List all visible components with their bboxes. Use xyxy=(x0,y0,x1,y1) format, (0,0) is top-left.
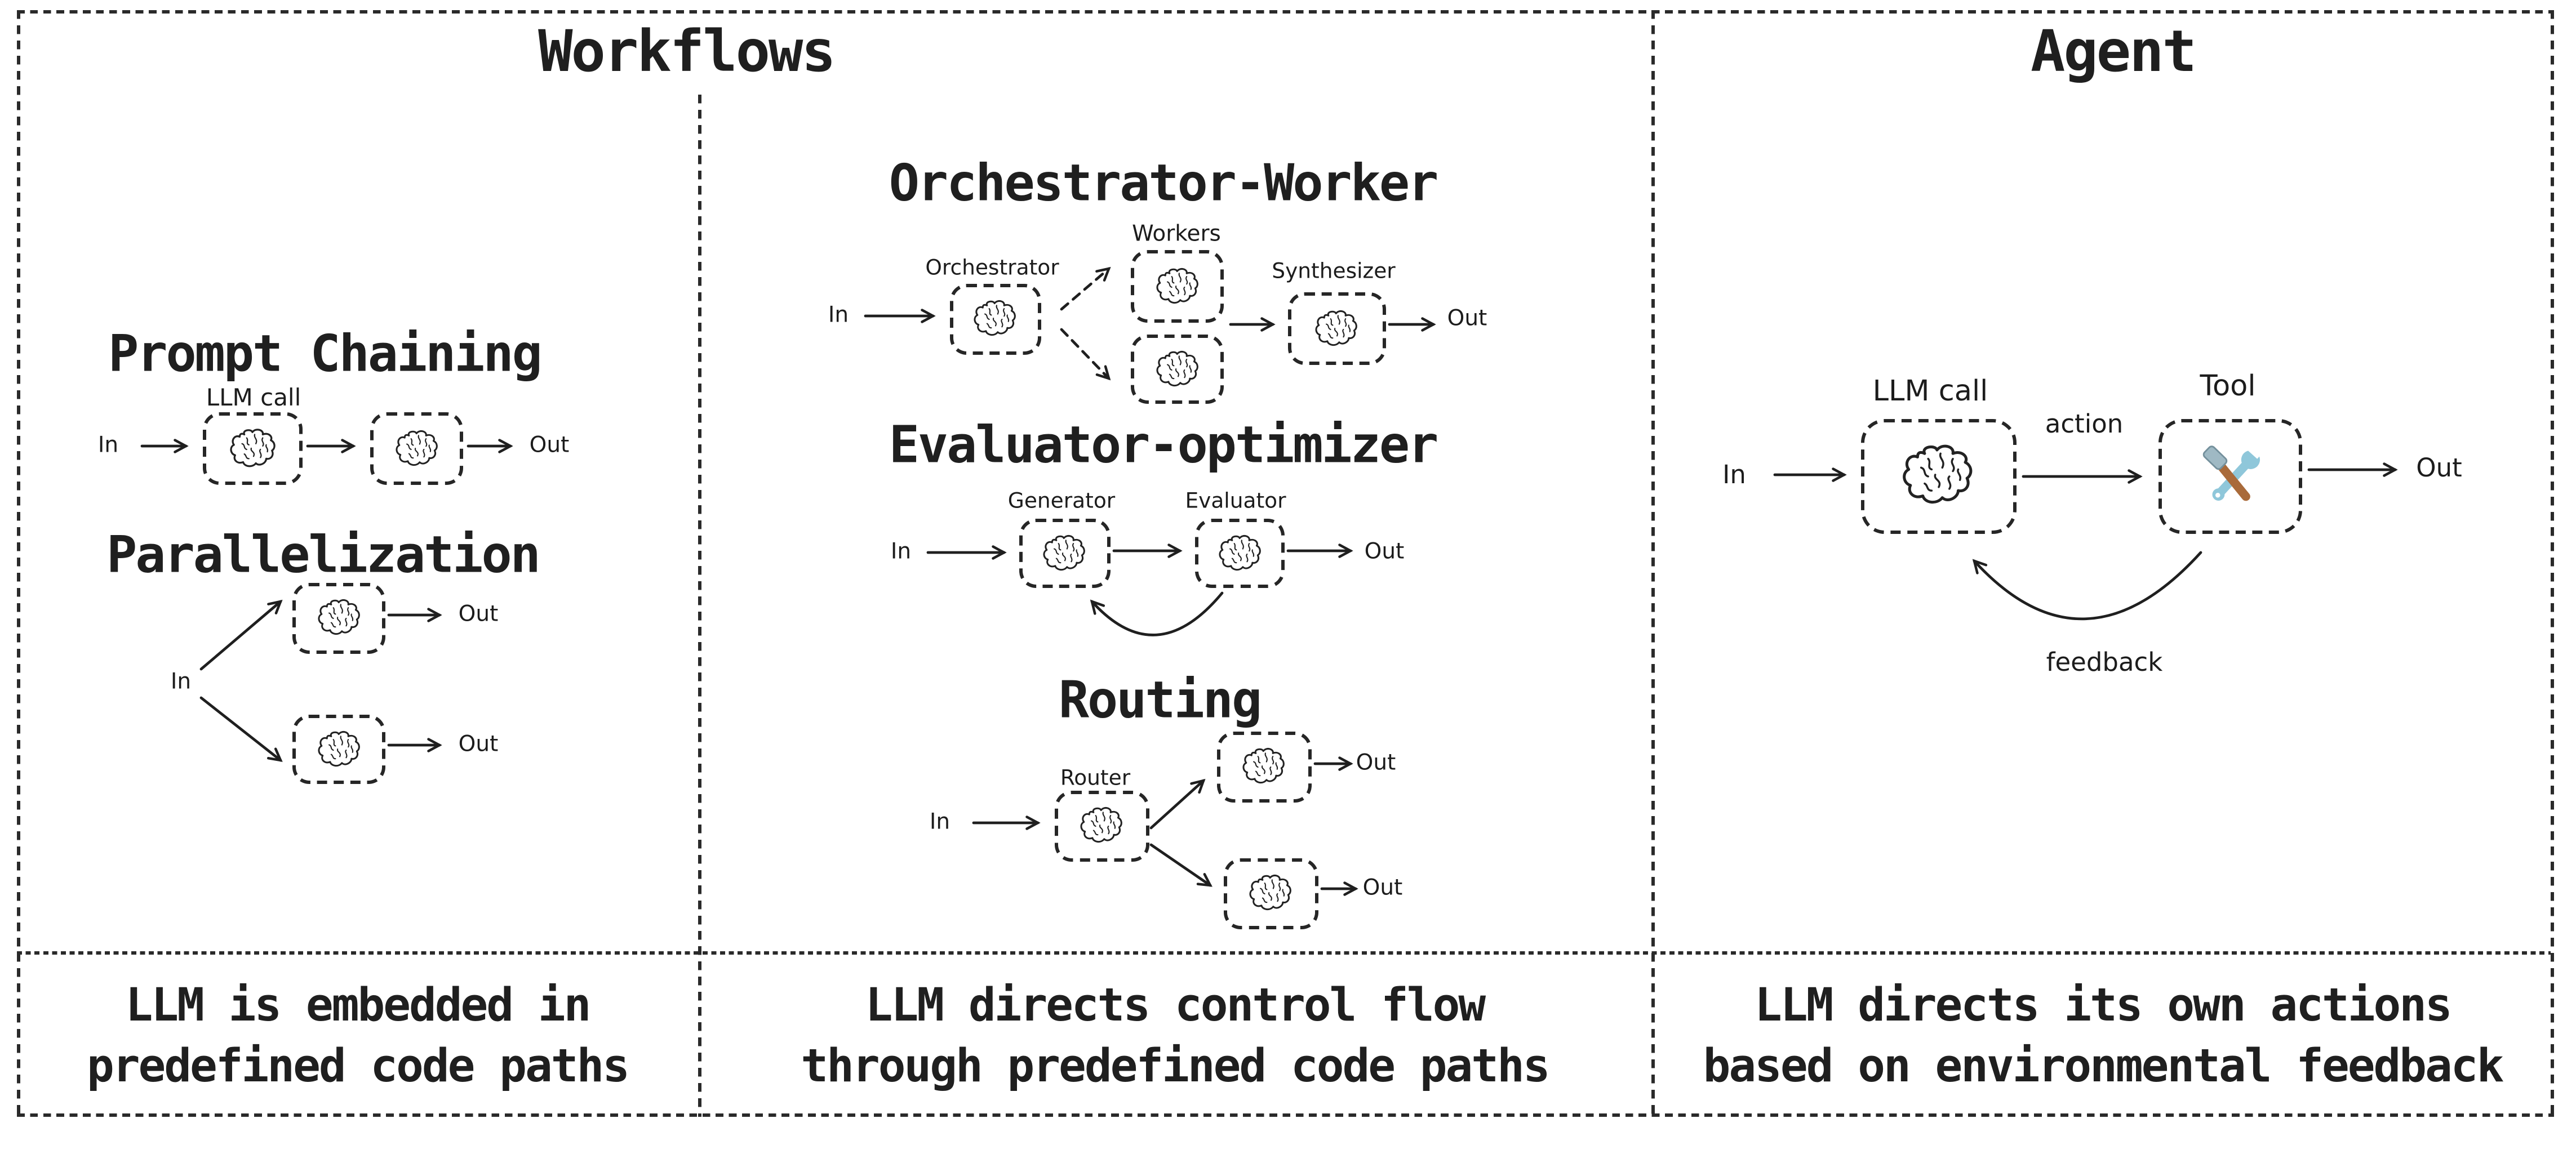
brain-icon xyxy=(972,299,1019,340)
ow-arrow-dispatch-top xyxy=(1060,266,1111,311)
orchestrator-worker-title: Orchestrator-Worker xyxy=(889,154,1439,214)
workflows-middle-caption: LLM directs control flow through predefi… xyxy=(801,980,1550,1093)
par-arrow-branch-bottom xyxy=(199,696,283,762)
agent-llm-node xyxy=(1861,419,2017,534)
hammer-and-wrench-icon xyxy=(2199,444,2263,509)
ow-worker-node-bottom xyxy=(1131,335,1224,404)
brain-icon xyxy=(316,729,363,770)
outer-border-bottom xyxy=(17,1113,2554,1117)
rt-target-node-top xyxy=(1217,732,1312,803)
par-llm-node-bottom xyxy=(292,715,385,784)
agent-tool-label: Tool xyxy=(2200,370,2256,404)
eo-generator-node xyxy=(1019,519,1111,588)
agent-llm-call-label: LLM call xyxy=(1872,375,1988,409)
par-llm-node-top xyxy=(292,583,385,654)
brain-icon xyxy=(1241,747,1288,787)
ow-worker-node-top xyxy=(1131,250,1224,323)
eo-evaluator-node xyxy=(1195,519,1285,588)
routing-title: Routing xyxy=(1058,671,1262,731)
rt-target-node-bottom xyxy=(1224,858,1318,929)
brain-icon xyxy=(393,429,441,469)
rt-arrow-route-top xyxy=(1149,778,1206,830)
agent-tool-node xyxy=(2158,419,2302,534)
eo-generator-label: Generator xyxy=(1007,487,1116,513)
workflows-internal-divider xyxy=(698,95,701,1117)
rt-out-bottom-label: Out xyxy=(1362,876,1403,902)
pc-out-label: Out xyxy=(529,433,570,459)
brain-icon xyxy=(1313,309,1361,349)
ow-workers-label: Workers xyxy=(1132,222,1221,248)
ow-out-label: Out xyxy=(1447,306,1487,332)
rt-router-node xyxy=(1055,791,1149,862)
par-out-bottom-label: Out xyxy=(458,732,499,758)
pc-llm-node-2 xyxy=(370,412,463,485)
outer-border-right xyxy=(2551,10,2554,1117)
agent-out-label: Out xyxy=(2416,453,2462,483)
prompt-chaining-title: Prompt Chaining xyxy=(108,325,543,385)
evaluator-optimizer-title: Evaluator-optimizer xyxy=(889,416,1439,476)
brain-icon xyxy=(1078,806,1126,846)
parallelization-title: Parallelization xyxy=(106,526,541,586)
rt-out-top-label: Out xyxy=(1356,751,1396,777)
par-in-label: In xyxy=(170,670,192,696)
ow-synthesizer-node xyxy=(1288,292,1386,365)
par-out-top-label: Out xyxy=(458,602,499,628)
brain-icon xyxy=(1154,266,1201,307)
caption-separator xyxy=(17,951,2551,955)
brain-icon xyxy=(316,598,363,639)
brain-icon xyxy=(1216,533,1264,574)
par-arrow-branch-top xyxy=(199,599,283,671)
ow-orchestrator-node xyxy=(950,284,1041,355)
eo-in-label: In xyxy=(890,540,912,565)
workflows-left-caption: LLM is embedded in predefined code paths xyxy=(86,980,630,1093)
workflows-panel-title: Workflows xyxy=(538,19,836,86)
brain-icon xyxy=(228,427,278,471)
ow-orchestrator-label: Orchestrator xyxy=(925,254,1059,280)
outer-border-left xyxy=(17,10,20,1117)
brain-icon xyxy=(1041,533,1089,574)
brain-icon xyxy=(1900,443,1978,510)
rt-router-label: Router xyxy=(1060,764,1131,790)
rt-in-label: In xyxy=(929,810,951,836)
agent-action-label: action xyxy=(2045,409,2124,439)
agent-feedback-loop-arrow xyxy=(1972,551,2202,621)
agent-caption: LLM directs its own actions based on env… xyxy=(1703,980,2504,1093)
eo-out-label: Out xyxy=(1364,540,1405,565)
pc-llm-node-1 xyxy=(203,412,303,485)
agent-panel-title: Agent xyxy=(2030,19,2197,86)
pc-llm-call-label: LLM call xyxy=(206,385,301,412)
pc-in-label: In xyxy=(97,433,119,459)
agent-in-label: In xyxy=(1722,460,1746,490)
eo-feedback-loop-arrow xyxy=(1090,591,1224,636)
ow-synthesizer-label: Synthesizer xyxy=(1272,257,1396,283)
brain-icon xyxy=(1154,349,1201,390)
brain-icon xyxy=(1247,874,1295,914)
outer-border-top xyxy=(17,10,2554,14)
ow-in-label: In xyxy=(828,303,849,329)
agent-feedback-label: feedback xyxy=(2046,647,2163,678)
workflows-agent-divider xyxy=(1651,10,1655,1117)
rt-arrow-route-bottom xyxy=(1149,843,1213,887)
eo-evaluator-label: Evaluator xyxy=(1185,487,1286,513)
ow-arrow-dispatch-bottom xyxy=(1060,328,1111,381)
